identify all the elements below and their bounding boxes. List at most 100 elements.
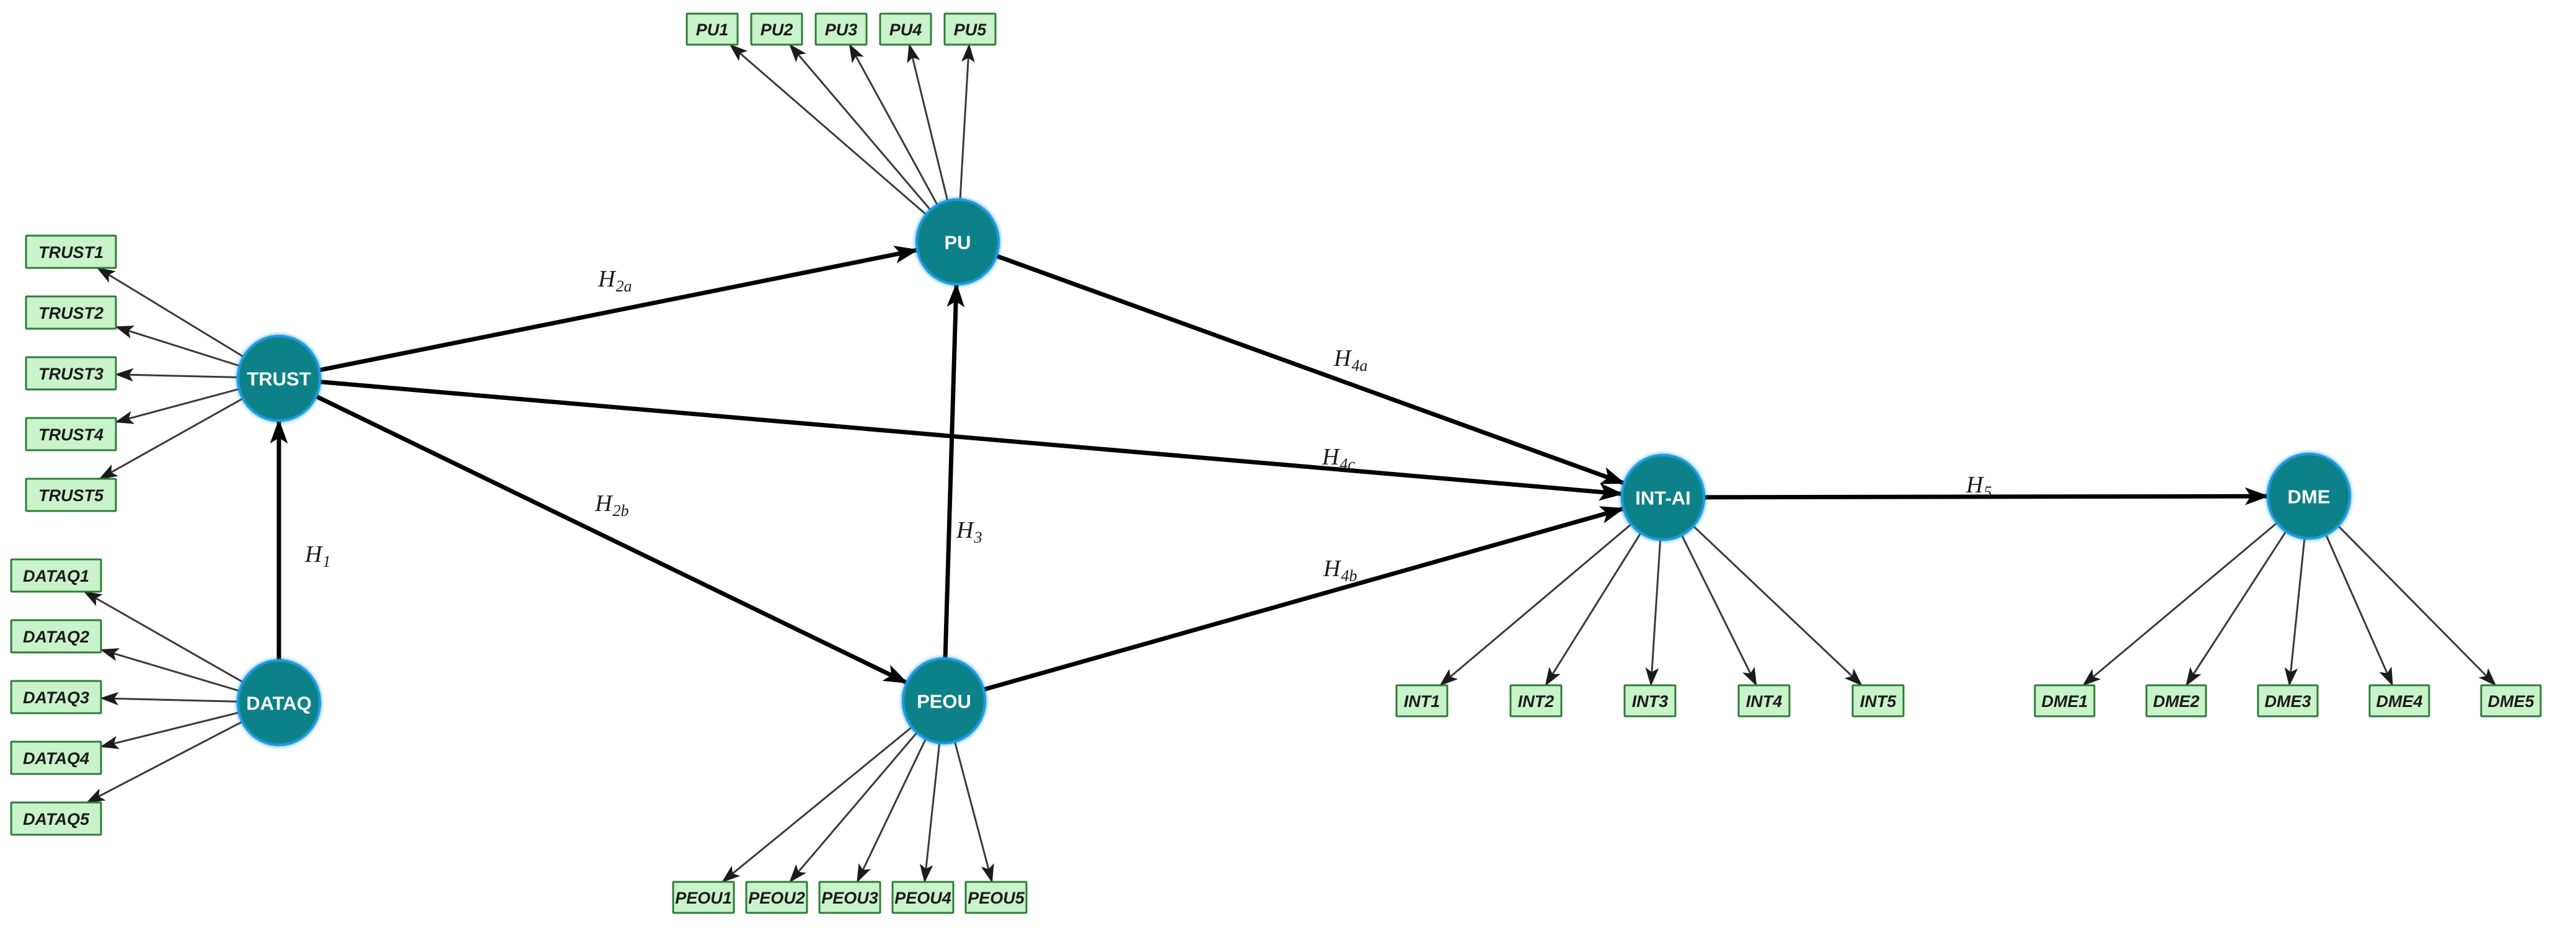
indicator-box[interactable]: TRUST1 bbox=[25, 234, 117, 269]
indicator-rect bbox=[10, 801, 102, 836]
indicator-rect bbox=[2034, 684, 2096, 718]
measurement-arrow bbox=[100, 691, 239, 706]
indicator-label: PEOU3 bbox=[821, 889, 878, 907]
construct-node-dataq[interactable]: DATAQ bbox=[237, 659, 321, 746]
indicator-box[interactable]: PU1 bbox=[686, 12, 739, 46]
indicator-label: PEOU4 bbox=[894, 889, 951, 907]
indicator-box-layer: TRUST1TRUST2TRUST3TRUST4TRUST5DATAQ1DATA… bbox=[10, 12, 2542, 914]
measurement-arrow bbox=[83, 590, 244, 683]
construct-node-int-ai[interactable]: INT-AI bbox=[1621, 454, 1705, 541]
structural-path-H4c bbox=[319, 380, 1624, 501]
construct-ellipse bbox=[1621, 454, 1705, 541]
indicator-box[interactable]: DATAQ1 bbox=[10, 558, 102, 593]
structural-path-H2b bbox=[315, 394, 909, 685]
indicator-label: DME5 bbox=[2487, 692, 2534, 711]
indicator-label: DME3 bbox=[2264, 692, 2311, 711]
indicator-label: PEOU2 bbox=[748, 889, 805, 907]
indicator-rect bbox=[1851, 684, 1905, 718]
hypothesis-label-h5: H5 bbox=[1965, 472, 1992, 501]
measurement-edge-layer bbox=[83, 43, 2497, 883]
construct-ellipse bbox=[902, 657, 986, 744]
indicator-box[interactable]: PU5 bbox=[943, 12, 997, 46]
indicator-box[interactable]: PEOU5 bbox=[964, 881, 1028, 914]
measurement-arrow bbox=[789, 43, 932, 211]
indicator-box[interactable]: DATAQ5 bbox=[10, 801, 102, 836]
indicator-rect bbox=[1509, 684, 1563, 718]
indicator-box[interactable]: TRUST2 bbox=[25, 295, 117, 330]
indicator-box[interactable]: DME4 bbox=[2368, 684, 2430, 718]
construct-node-dme[interactable]: DME bbox=[2267, 453, 2351, 540]
indicator-rect bbox=[818, 881, 881, 914]
hypothesis-label-h3: H3 bbox=[956, 517, 982, 546]
construct-ellipse bbox=[237, 335, 321, 422]
indicator-box[interactable]: INT1 bbox=[1395, 684, 1449, 718]
indicator-box[interactable]: DATAQ4 bbox=[10, 740, 102, 775]
hypothesis-base: H bbox=[956, 517, 975, 543]
structural-path-H5 bbox=[1703, 487, 2270, 505]
hypothesis-label-h2a: H2a bbox=[598, 266, 632, 295]
structural-path-H3 bbox=[943, 282, 965, 659]
indicator-rect bbox=[1395, 684, 1449, 718]
indicator-box[interactable]: INT3 bbox=[1623, 684, 1677, 718]
indicator-rect bbox=[25, 478, 117, 512]
construct-label: DATAQ bbox=[246, 693, 312, 714]
hypothesis-label-h4a: H4a bbox=[1333, 345, 1367, 375]
indicator-label: INT4 bbox=[1746, 692, 1783, 711]
indicator-box[interactable]: PU2 bbox=[750, 12, 803, 46]
measurement-arrow bbox=[919, 742, 941, 883]
measurement-arrow bbox=[2337, 525, 2497, 687]
measurement-arrow bbox=[789, 732, 918, 883]
indicator-box[interactable]: PEOU4 bbox=[891, 881, 955, 914]
measurement-arrow bbox=[96, 267, 244, 358]
indicator-box[interactable]: PU3 bbox=[814, 12, 868, 46]
hypothesis-base: H bbox=[1321, 444, 1341, 470]
indicator-box[interactable]: INT5 bbox=[1851, 684, 1905, 718]
indicator-box[interactable]: PU4 bbox=[879, 12, 932, 46]
hypothesis-subscript: 2a bbox=[615, 277, 632, 295]
measurement-arrow bbox=[2082, 522, 2278, 687]
hypothesis-label-h2b: H2b bbox=[594, 491, 629, 520]
indicator-label: PU2 bbox=[761, 20, 793, 39]
measurement-arrow bbox=[2185, 530, 2287, 687]
indicator-label: PEOU5 bbox=[968, 889, 1025, 907]
measurement-arrow bbox=[2284, 538, 2306, 687]
indicator-rect bbox=[672, 881, 735, 914]
indicator-box[interactable]: TRUST5 bbox=[25, 478, 117, 512]
construct-ellipse bbox=[915, 198, 1000, 285]
hypothesis-label-h4c: H4c bbox=[1321, 444, 1355, 473]
indicator-label: DME1 bbox=[2041, 692, 2088, 711]
indicator-box[interactable]: DME3 bbox=[2257, 684, 2319, 718]
indicator-box[interactable]: INT4 bbox=[1737, 684, 1791, 718]
indicator-box[interactable]: TRUST3 bbox=[25, 356, 117, 391]
construct-label: DME bbox=[2288, 486, 2331, 508]
hypothesis-subscript: 2b bbox=[612, 502, 629, 520]
measurement-arrow bbox=[115, 326, 240, 367]
hypothesis-label-h1: H1 bbox=[304, 541, 330, 571]
indicator-box[interactable]: DME2 bbox=[2145, 684, 2207, 718]
indicator-box[interactable]: TRUST4 bbox=[25, 417, 117, 451]
measurement-arrow bbox=[729, 43, 927, 216]
indicator-box[interactable]: DATAQ3 bbox=[10, 680, 102, 714]
indicator-box[interactable]: DATAQ2 bbox=[10, 619, 102, 654]
hypothesis-base: H bbox=[1333, 345, 1352, 371]
indicator-box[interactable]: INT2 bbox=[1509, 684, 1563, 718]
indicator-rect bbox=[1623, 684, 1677, 718]
indicator-box[interactable]: PEOU3 bbox=[818, 881, 881, 914]
indicator-box[interactable]: PEOU2 bbox=[745, 881, 808, 914]
measurement-arrow bbox=[99, 398, 244, 480]
indicator-rect bbox=[2368, 684, 2430, 718]
indicator-box[interactable]: DME5 bbox=[2480, 684, 2542, 718]
indicator-label: PU5 bbox=[954, 20, 987, 39]
construct-node-pu[interactable]: PU bbox=[915, 198, 1000, 285]
indicator-box[interactable]: DME1 bbox=[2034, 684, 2096, 718]
indicator-box[interactable]: PEOU1 bbox=[672, 881, 735, 914]
construct-ellipse bbox=[237, 659, 321, 746]
structural-edge-layer bbox=[270, 246, 2270, 692]
hypothesis-label-h4b: H4b bbox=[1323, 556, 1357, 585]
construct-node-trust[interactable]: TRUST bbox=[237, 335, 321, 422]
indicator-rect bbox=[879, 12, 932, 46]
construct-node-peou[interactable]: PEOU bbox=[902, 657, 986, 744]
indicator-label: TRUST3 bbox=[38, 365, 104, 383]
